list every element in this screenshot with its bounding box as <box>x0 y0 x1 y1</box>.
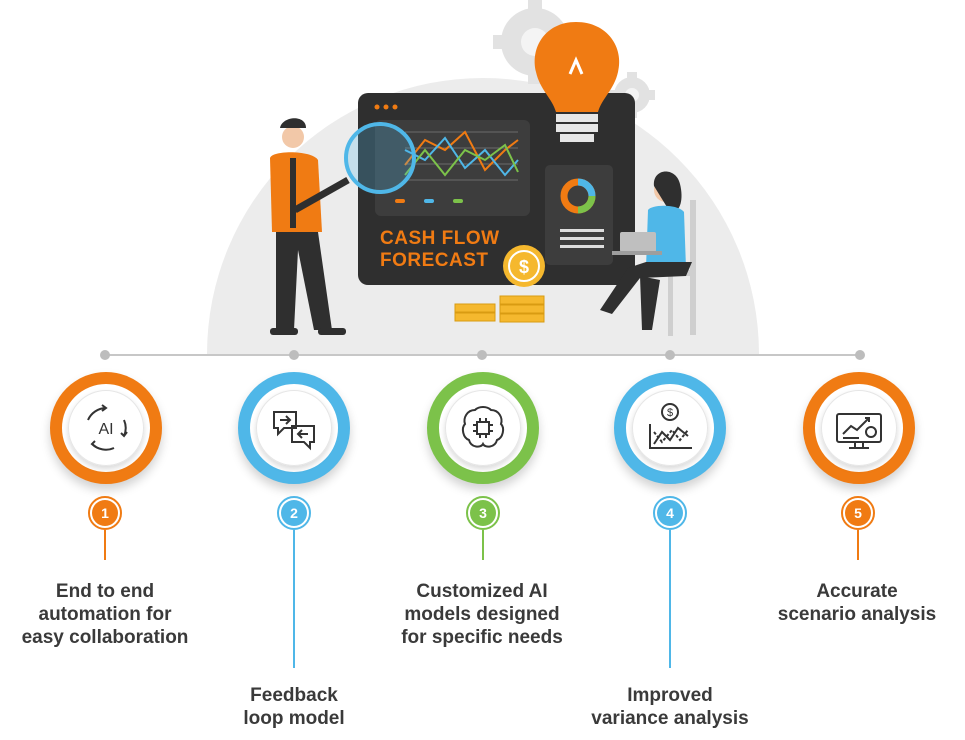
timeline-dot <box>855 350 865 360</box>
step-1-badge: 1 <box>88 496 122 530</box>
step-2-stem <box>293 530 295 668</box>
step-4-label: Improved variance analysis <box>591 685 749 729</box>
step-4-ring: $ <box>614 372 726 484</box>
lightbulb-icon <box>534 22 620 156</box>
step-5-badge: 5 <box>841 496 875 530</box>
man-figure <box>270 118 350 335</box>
step-2-label: Feedback loop model <box>243 685 345 729</box>
step-2-badge: 2 <box>277 496 311 530</box>
step-2-ring <box>238 372 350 484</box>
step-1-stem <box>104 530 106 560</box>
hero-illustration: $ <box>270 0 696 336</box>
screen-title: CASH FLOW FORECAST <box>380 228 500 272</box>
chat-feedback-icon <box>273 411 315 451</box>
screen-title-line-1: CASH FLOW <box>380 228 500 249</box>
step-1-label: End to end automation for easy collabora… <box>21 581 189 648</box>
step-5-label: Accurate scenario analysis <box>777 581 937 625</box>
ai-cycle-icon: AI <box>87 404 128 451</box>
timeline-dot <box>100 350 110 360</box>
timeline-dot <box>289 350 299 360</box>
step-4-badge: 4 <box>653 496 687 530</box>
step-1-ring: AI <box>50 372 162 484</box>
woman-figure <box>600 171 696 336</box>
dollar-variance-chart-icon: $ <box>649 403 692 449</box>
dollar-coin-icon: $ <box>503 245 545 287</box>
svg-text:$: $ <box>519 257 529 277</box>
monitor-analytics-icon <box>836 413 882 449</box>
magnifier-icon <box>344 122 416 194</box>
step-3-label: Customized AI models designed for specif… <box>401 581 563 648</box>
step-5-ring <box>803 372 915 484</box>
timeline-dot <box>665 350 675 360</box>
step-4-stem <box>669 530 671 668</box>
svg-text:$: $ <box>667 407 673 419</box>
svg-text:AI: AI <box>98 421 113 438</box>
step-3-ring <box>427 372 539 484</box>
timeline-dot <box>477 350 487 360</box>
step-3-stem <box>482 530 484 560</box>
ai-chip-brain-icon <box>461 406 505 448</box>
screen-title-line-2: FORECAST <box>380 250 489 271</box>
step-5-stem <box>857 530 859 560</box>
coin-stack-icon <box>454 295 545 323</box>
step-3-badge: 3 <box>466 496 500 530</box>
